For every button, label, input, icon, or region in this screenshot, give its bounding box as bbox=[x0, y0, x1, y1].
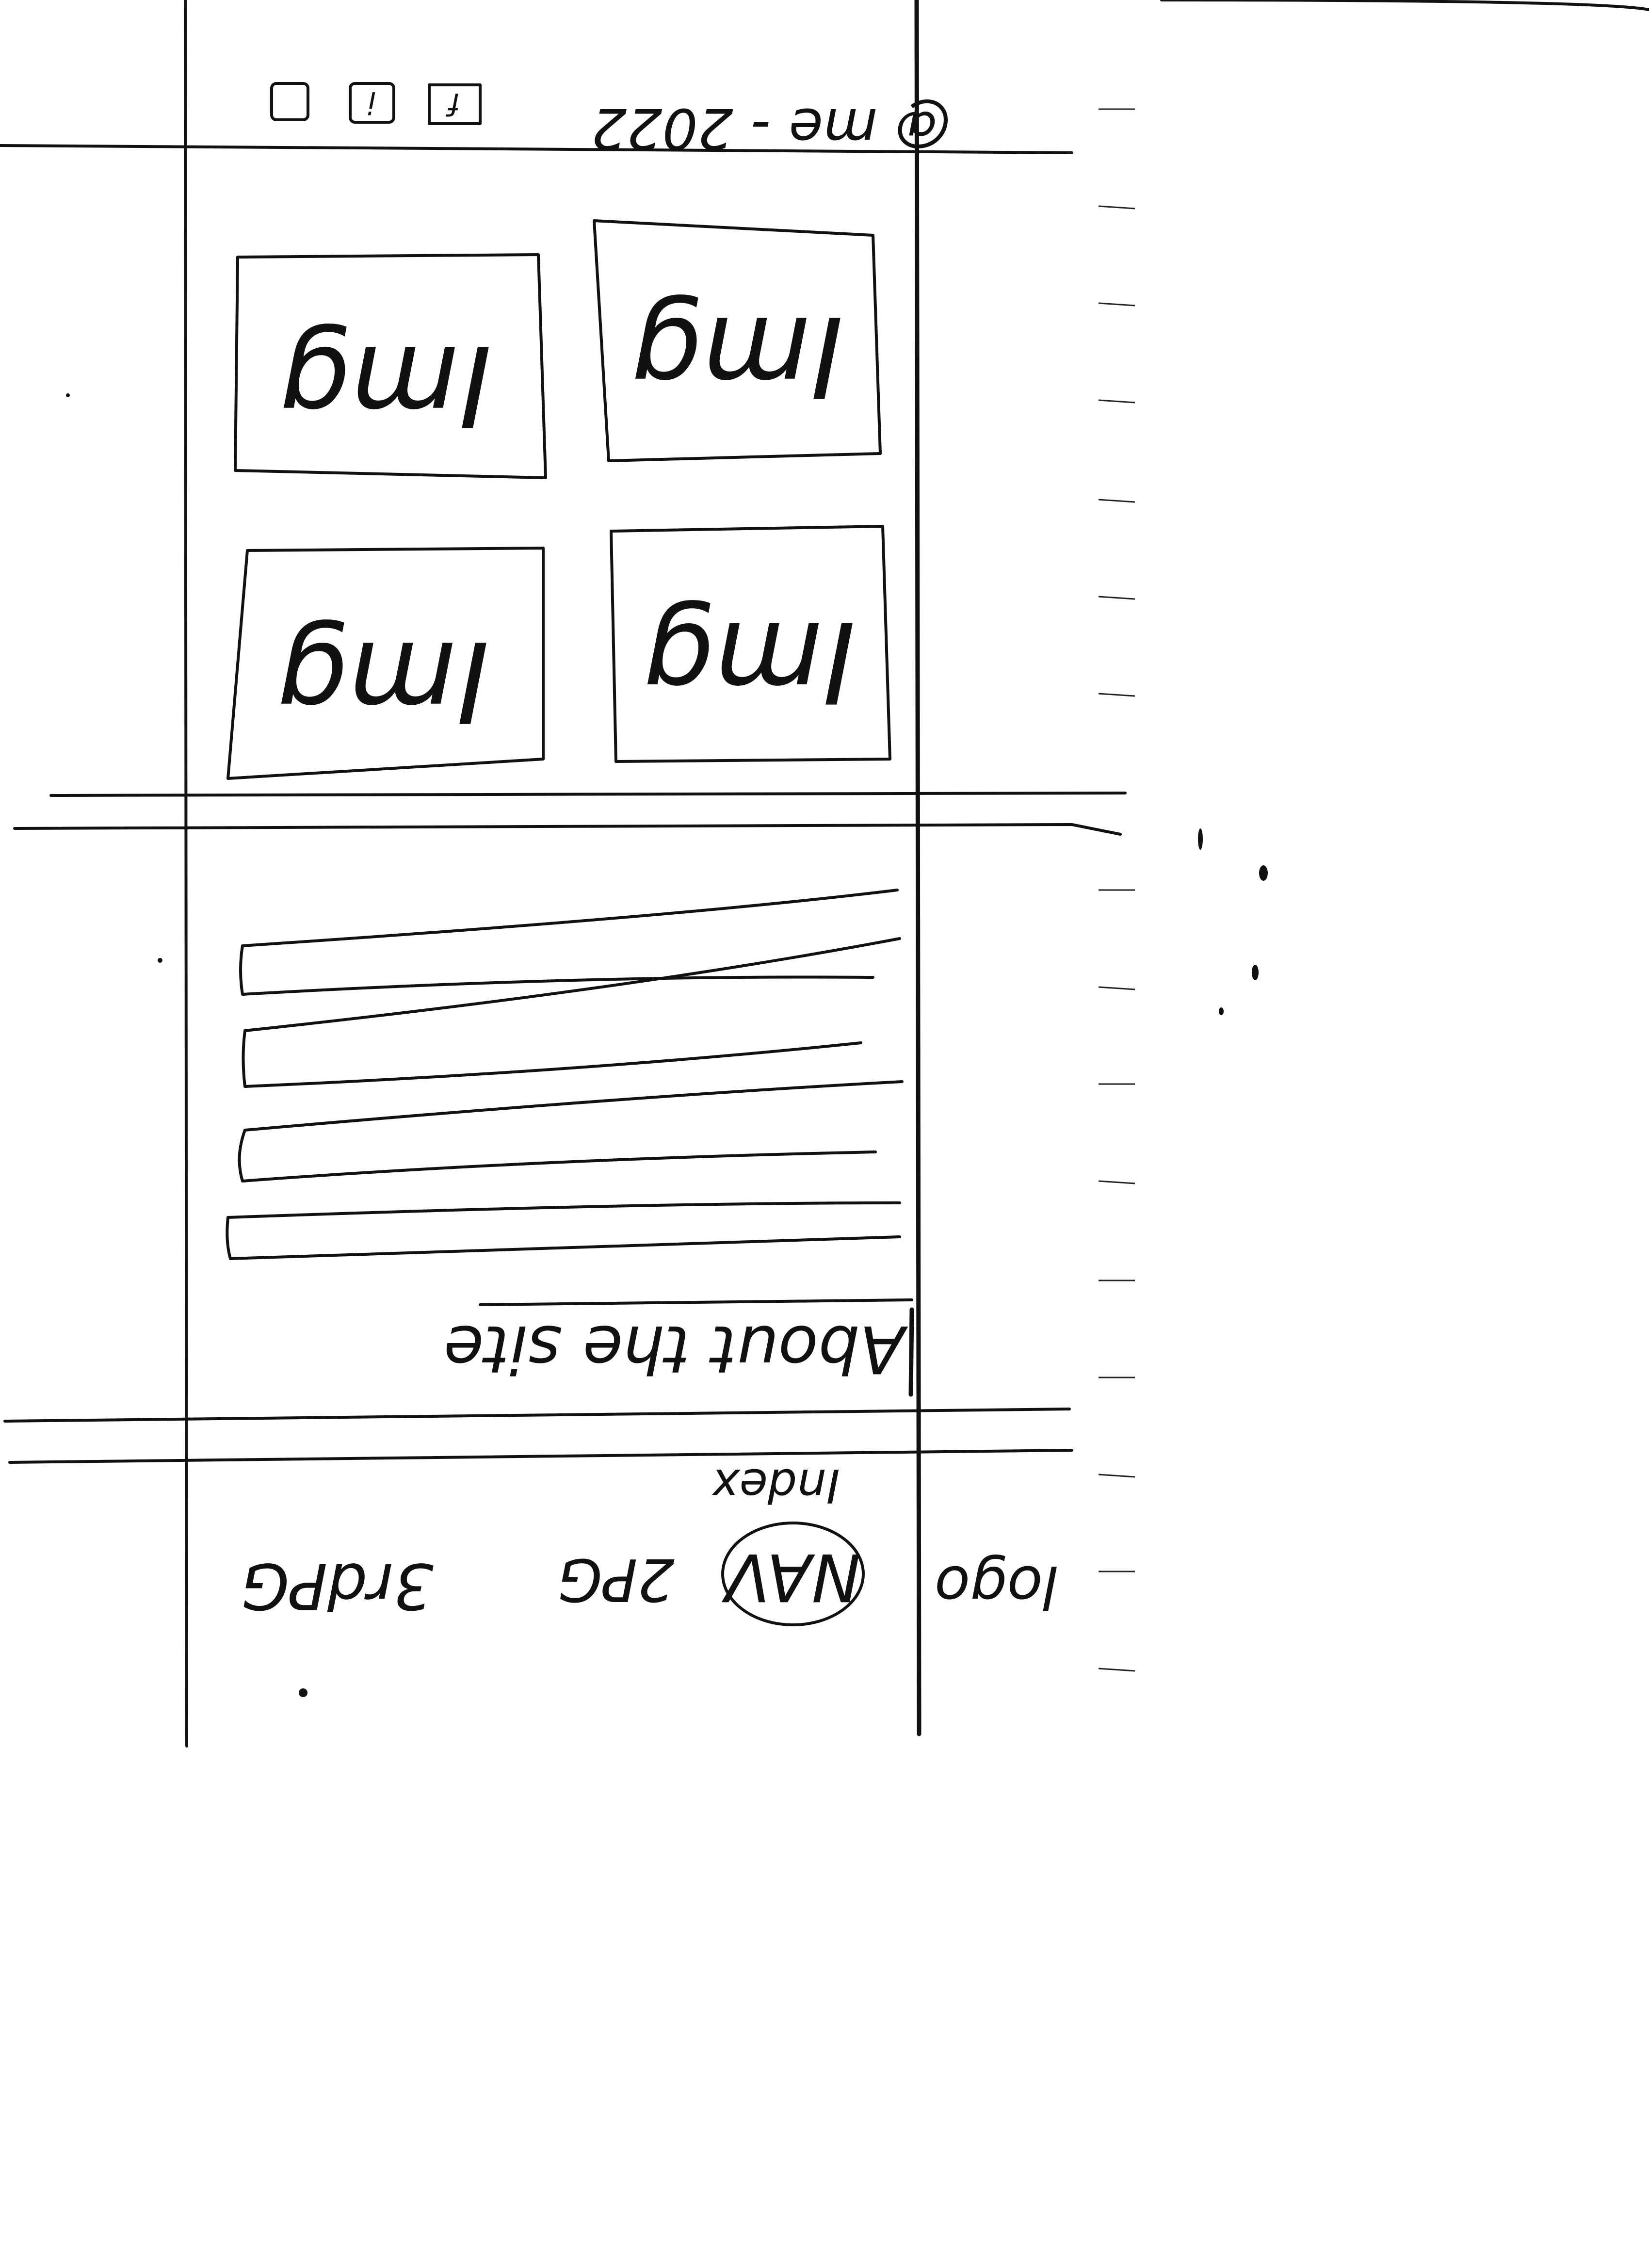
facebook-icon: f bbox=[446, 86, 460, 122]
svg-text:3rdPG: 3rdPG bbox=[241, 1549, 434, 1623]
svg-text:2PG: 2PG bbox=[557, 1545, 675, 1613]
page-frame bbox=[0, 0, 1649, 1748]
gallery-image[interactable]: Img bbox=[226, 547, 545, 780]
about-heading-underline bbox=[479, 1298, 913, 1306]
social-icon-f[interactable]: f bbox=[428, 83, 482, 125]
notebook-margin-ticks bbox=[1098, 108, 1135, 1672]
nav-menu[interactable]: NAV Index bbox=[711, 1458, 865, 1626]
image-placeholder-label: Img bbox=[277, 616, 489, 745]
square-icon bbox=[270, 82, 309, 121]
nav-item-3rdpg[interactable]: 3rdPG bbox=[241, 1549, 434, 1623]
social-icon-i[interactable]: i bbox=[349, 82, 395, 124]
image-placeholder-label: Img bbox=[643, 597, 856, 726]
nav-item-2pg[interactable]: 2PG bbox=[557, 1545, 675, 1613]
gallery-image[interactable]: Img bbox=[234, 253, 547, 479]
about-text-lines bbox=[226, 889, 904, 1260]
image-placeholder-label: Img bbox=[279, 320, 492, 450]
svg-text:logo: logo bbox=[935, 1553, 1059, 1620]
nav-circle bbox=[721, 1522, 865, 1626]
header: logo NAV Index 2PG 3rdPG bbox=[241, 1458, 1059, 1626]
instagram-icon: i bbox=[368, 85, 376, 120]
gallery-image[interactable]: Img bbox=[593, 219, 882, 462]
footer-copyright: @ me - 2022 bbox=[591, 96, 951, 161]
logo[interactable]: logo bbox=[935, 1553, 1059, 1620]
gallery: Img Img Img Img bbox=[13, 219, 1127, 836]
image-placeholder-label: Img bbox=[631, 291, 843, 421]
nav-label: NAV bbox=[721, 1539, 861, 1615]
stray-ink-marks bbox=[66, 393, 1268, 1697]
about-section: About the site bbox=[3, 889, 1073, 1464]
about-heading: About the site bbox=[444, 1311, 908, 1387]
footer: @ me - 2022 f i bbox=[270, 82, 951, 161]
copyright-text: @ me - 2022 bbox=[591, 96, 951, 161]
nav-annotation-index: Index bbox=[711, 1458, 840, 1512]
social-icon-square[interactable] bbox=[270, 82, 309, 121]
gallery-image[interactable]: Img bbox=[610, 525, 891, 763]
